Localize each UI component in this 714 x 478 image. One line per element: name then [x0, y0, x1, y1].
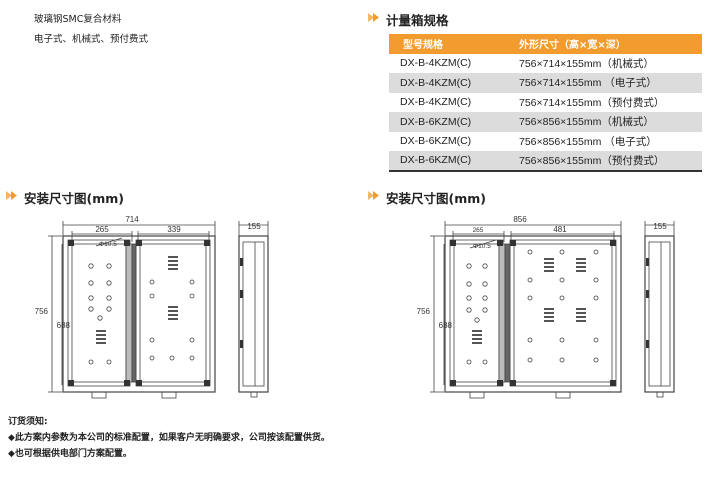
- dim-right-width: 339: [167, 225, 181, 234]
- size-cell: 756×714×155mm （电子式）: [519, 73, 702, 93]
- table-header-row: 型号规格 外形尺寸（高×宽×深）: [389, 34, 702, 54]
- order-notes: 订货须知: ◆此方案内参数为本公司的标准配置，如果客户无明确要求，公司按该配置供…: [8, 414, 330, 462]
- dim-hole: Φ10.5: [99, 241, 117, 248]
- table-row: DX-B-6KZM(C) 756×856×155mm （电子式）: [389, 131, 702, 151]
- dim-depth: 155: [653, 222, 667, 231]
- table-row: DX-B-4KZM(C) 756×714×155mm （电子式）: [389, 73, 702, 93]
- dim-right-width: 481: [553, 225, 567, 234]
- size-cell: 756×856×155mm（机械式）: [519, 112, 702, 132]
- notes-title: 订货须知:: [8, 417, 48, 427]
- model-cell: DX-B-4KZM(C): [389, 73, 519, 93]
- table-row: DX-B-6KZM(C) 756×856×155mm（机械式）: [389, 112, 702, 132]
- types-text: 电子式、机械式、预付费式: [34, 34, 149, 45]
- dim-inner-height: 688: [57, 321, 71, 330]
- table-row: DX-B-6KZM(C) 756×856×155mm（预付费式）: [389, 151, 702, 172]
- notes-item: ◆也可根据供电部门方案配置。: [8, 449, 132, 459]
- column-header-model: 型号规格: [389, 34, 519, 54]
- spec-table: 型号规格 外形尺寸（高×宽×深） DX-B-4KZM(C) 756×714×15…: [389, 34, 702, 172]
- dim-left-width: 265: [473, 227, 484, 234]
- material-text: 玻璃钢SMC复合材料: [34, 14, 122, 25]
- size-cell: 756×856×155mm （电子式）: [519, 131, 702, 151]
- model-cell: DX-B-4KZM(C): [389, 53, 519, 73]
- spec-heading: 计量箱规格: [386, 13, 449, 28]
- dim-total-width: 856: [513, 215, 527, 224]
- notes-item: ◆此方案内参数为本公司的标准配置，如果客户无明确要求，公司按该配置供货。: [8, 433, 330, 443]
- model-cell: DX-B-6KZM(C): [389, 151, 519, 172]
- dim-total-width: 714: [125, 215, 139, 224]
- dim-left-width: 265: [95, 225, 109, 234]
- dim-height: 756: [35, 307, 49, 316]
- model-cell: DX-B-4KZM(C): [389, 92, 519, 112]
- dim-inner-height: 688: [439, 321, 453, 330]
- table-row: DX-B-4KZM(C) 756×714×155mm（机械式）: [389, 53, 702, 73]
- install-left-heading: 安装尺寸图(mm): [24, 191, 124, 206]
- dim-height: 756: [417, 307, 431, 316]
- arrow-bullet-icon: [6, 191, 17, 200]
- dim-hole: Φ10.5: [473, 243, 491, 250]
- size-cell: 756×714×155mm（预付费式）: [519, 92, 702, 112]
- model-cell: DX-B-6KZM(C): [389, 112, 519, 132]
- table-row: DX-B-4KZM(C) 756×714×155mm（预付费式）: [389, 92, 702, 112]
- dim-depth: 155: [247, 222, 261, 231]
- model-cell: DX-B-6KZM(C): [389, 131, 519, 151]
- install-right-heading: 安装尺寸图(mm): [386, 191, 486, 206]
- arrow-bullet-icon: [368, 191, 379, 200]
- column-header-size: 外形尺寸（高×宽×深）: [519, 34, 702, 54]
- arrow-bullet-icon: [368, 13, 379, 22]
- size-cell: 756×856×155mm（预付费式）: [519, 151, 702, 172]
- size-cell: 756×714×155mm（机械式）: [519, 53, 702, 73]
